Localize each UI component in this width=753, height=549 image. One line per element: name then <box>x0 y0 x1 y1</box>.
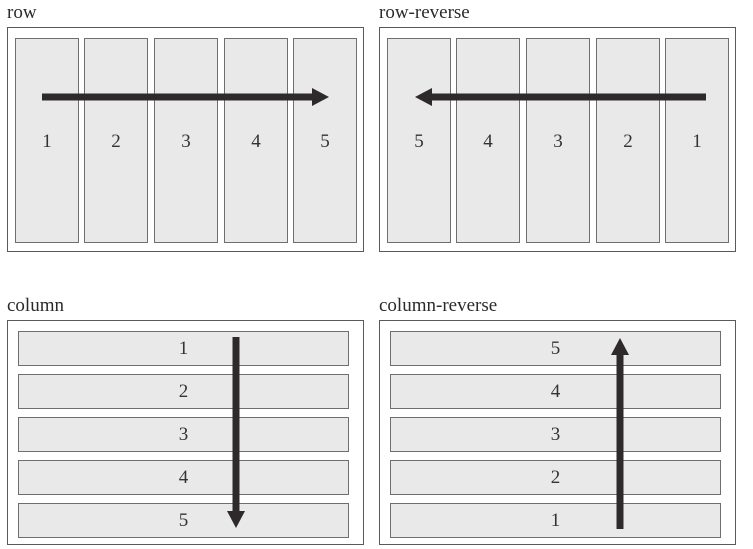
column-reverse-label: column-reverse <box>379 295 498 316</box>
column-item-5: 5 <box>18 503 349 538</box>
row-item-4: 4 <box>224 38 288 243</box>
row-item-5: 5 <box>293 38 357 243</box>
column-reverse-item-5: 5 <box>390 331 721 366</box>
row-panel: 1 2 3 4 5 <box>7 27 364 252</box>
column-reverse-item-3: 3 <box>390 417 721 452</box>
column-label: column <box>7 295 64 316</box>
column-reverse-item-4: 4 <box>390 374 721 409</box>
column-item-3: 3 <box>18 417 349 452</box>
row-reverse-item-3: 3 <box>526 38 590 243</box>
row-item-2: 2 <box>84 38 148 243</box>
row-item-1: 1 <box>15 38 79 243</box>
row-reverse-label: row-reverse <box>379 2 470 23</box>
column-item-2: 2 <box>18 374 349 409</box>
column-reverse-panel: 5 4 3 2 1 <box>379 320 736 545</box>
column-reverse-item-1: 1 <box>390 503 721 538</box>
row-reverse-item-5: 5 <box>387 38 451 243</box>
column-reverse-item-2: 2 <box>390 460 721 495</box>
row-reverse-item-2: 2 <box>596 38 660 243</box>
row-reverse-item-1: 1 <box>665 38 729 243</box>
row-item-3: 3 <box>154 38 218 243</box>
column-item-1: 1 <box>18 331 349 366</box>
row-reverse-panel: 5 4 3 2 1 <box>379 27 736 252</box>
column-panel: 1 2 3 4 5 <box>7 320 364 545</box>
column-item-4: 4 <box>18 460 349 495</box>
row-label: row <box>7 2 37 23</box>
row-reverse-item-4: 4 <box>456 38 520 243</box>
